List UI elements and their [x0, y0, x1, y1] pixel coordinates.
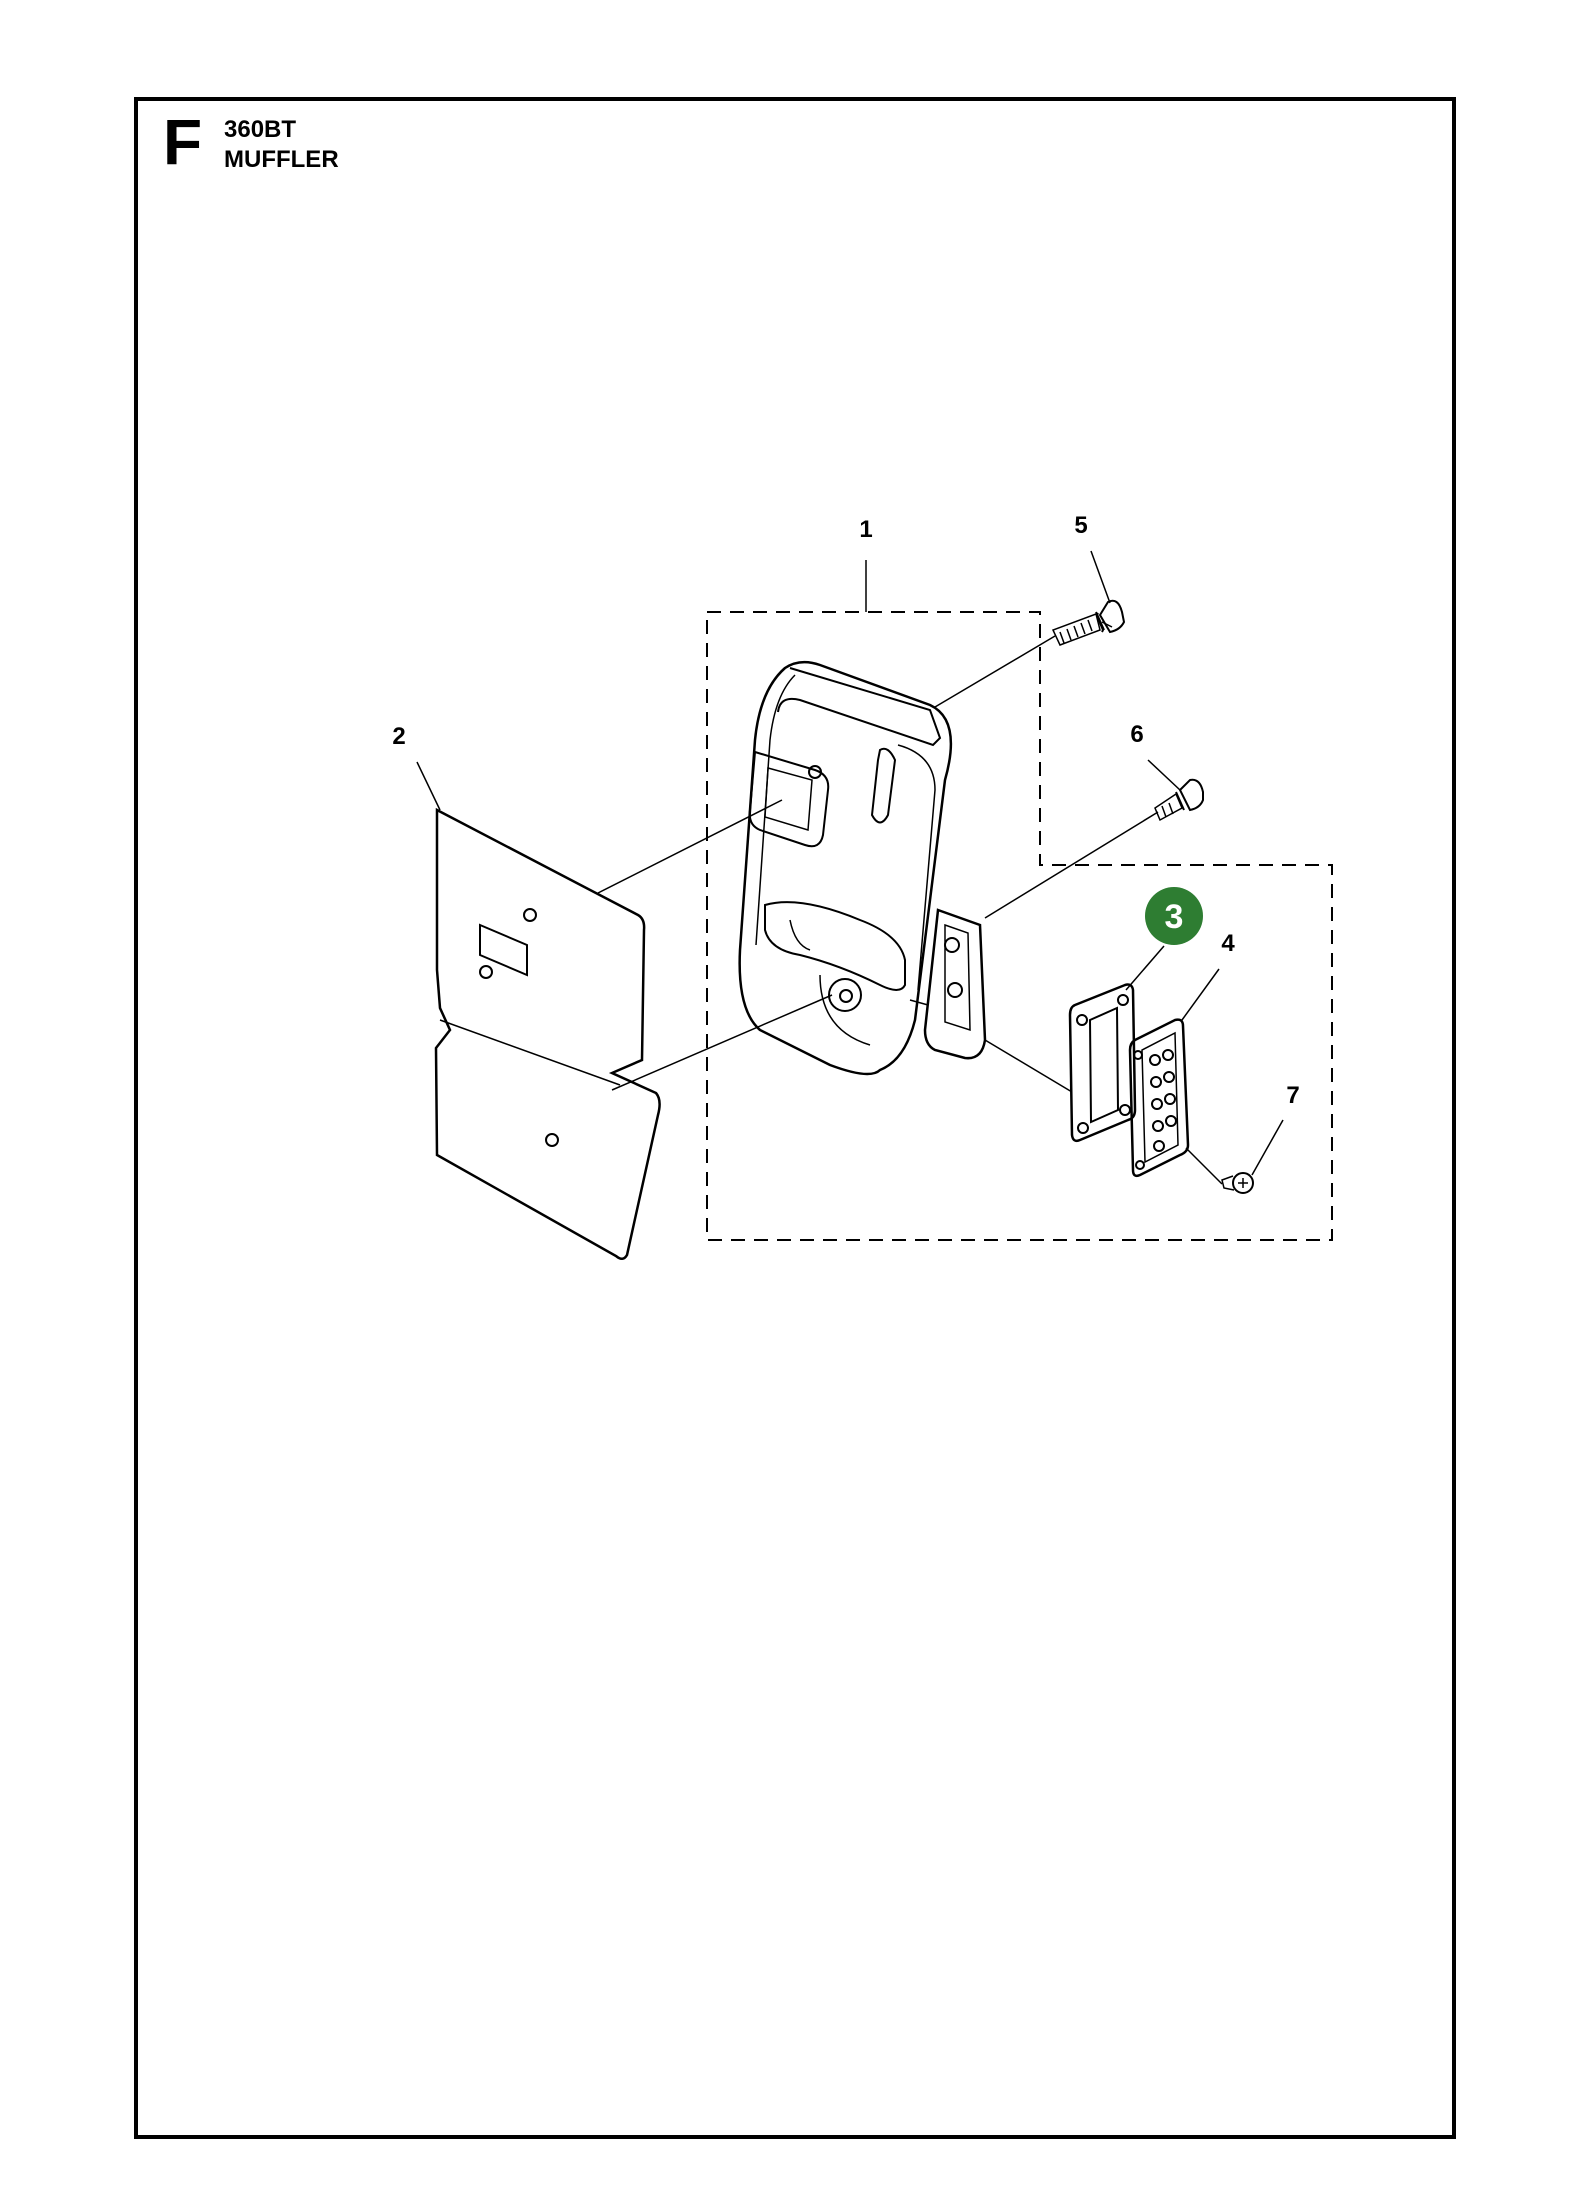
heat-shield-plate — [434, 807, 661, 1260]
bolt-long — [1051, 599, 1126, 646]
gasket — [1068, 983, 1137, 1143]
callout-7: 7 — [1286, 1082, 1299, 1109]
callout-1: 1 — [859, 516, 872, 543]
assembly-name: MUFFLER — [224, 146, 339, 173]
muffler-body — [738, 660, 987, 1076]
callout-4: 4 — [1221, 930, 1235, 957]
page-frame — [134, 97, 1456, 2139]
explosion-lines — [597, 635, 1223, 1185]
model-name: 360BT — [224, 116, 297, 143]
callout-3-badge: 3 — [1145, 887, 1203, 945]
callout-3: 3 — [1165, 898, 1184, 936]
screw-small — [1221, 1172, 1254, 1194]
callout-5: 5 — [1074, 512, 1087, 539]
callout-6: 6 — [1130, 721, 1143, 748]
highlight-circle — [1145, 887, 1203, 945]
assembly-boundary-dashed — [706, 611, 1333, 1241]
leader-lines — [416, 550, 1284, 1176]
bolt-short — [1154, 778, 1204, 822]
callout-2: 2 — [392, 723, 405, 750]
section-letter: F — [163, 106, 203, 178]
spark-arrester-screen — [1128, 1018, 1190, 1178]
